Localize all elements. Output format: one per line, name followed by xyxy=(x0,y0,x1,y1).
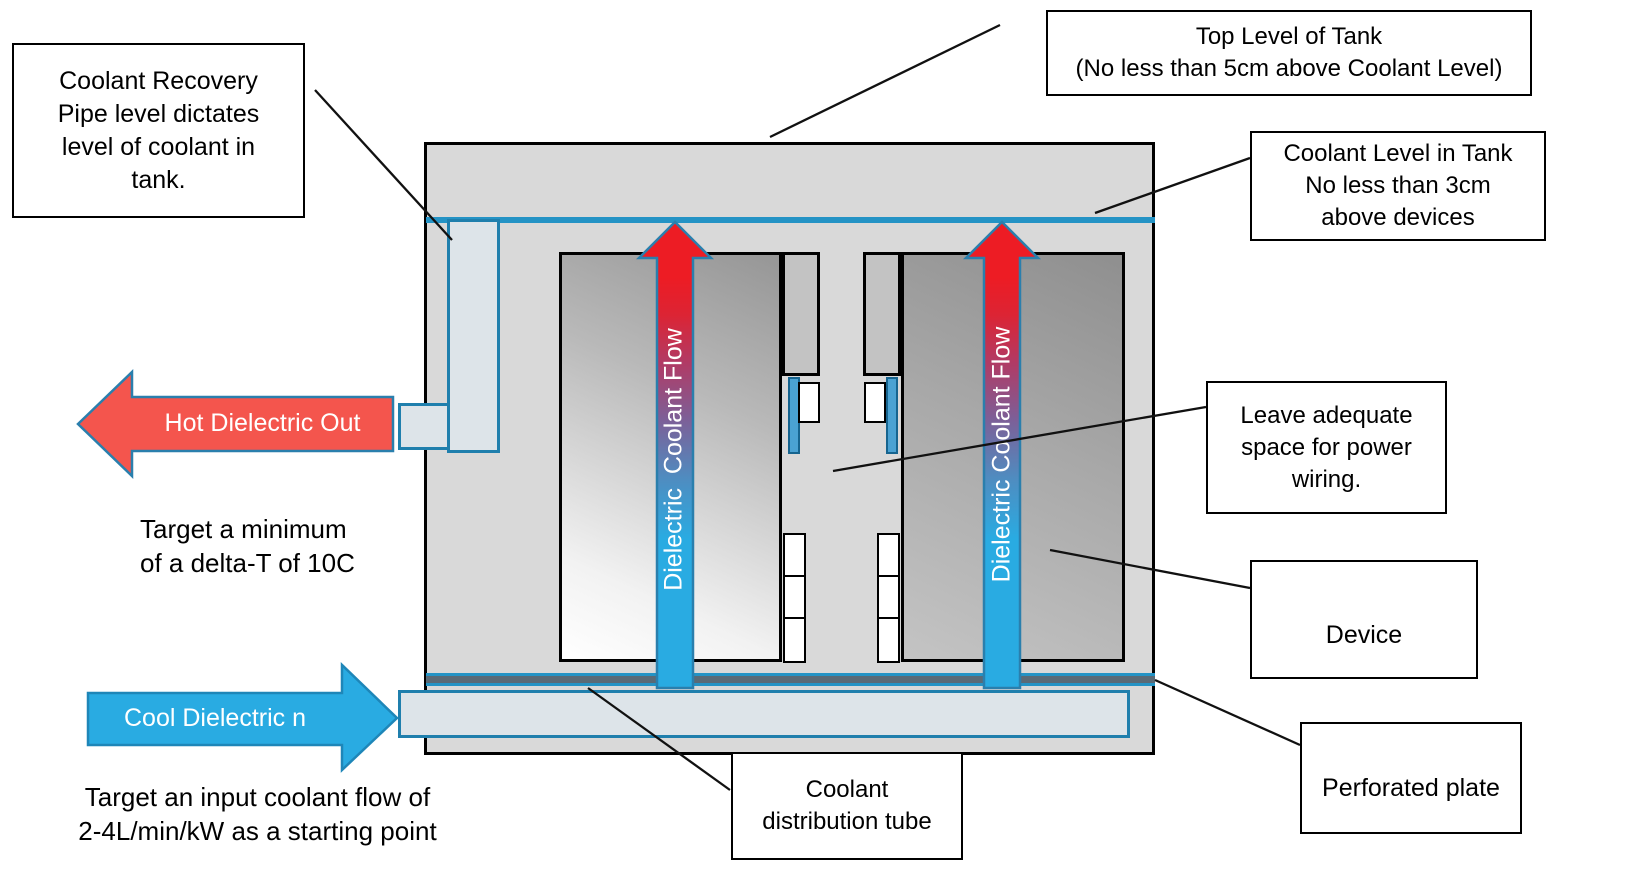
component-card-right xyxy=(864,382,886,423)
flow-label-right: Dielectric Coolant Flow xyxy=(987,326,1016,583)
hot-outlet-stub xyxy=(398,403,450,450)
coolant-distribution-tube xyxy=(398,690,1130,738)
dimm-slot xyxy=(783,533,806,577)
dimm-slot xyxy=(877,617,900,663)
callout-distribution-tube: Coolant distribution tube xyxy=(731,752,963,860)
coolant-recovery-pipe xyxy=(447,219,500,453)
component-card-left xyxy=(798,382,820,423)
note-delta-t: Target a minimum of a delta-T of 10C xyxy=(140,514,355,578)
cool-dielectric-arrow xyxy=(86,662,399,773)
flow-label-left: Dielectric Coolant Flow xyxy=(659,328,688,591)
callout-perforated-plate: Perforated plate xyxy=(1300,722,1522,834)
riser-card-right xyxy=(863,252,901,376)
hot-dielectric-label: Hot Dielectric Out xyxy=(164,409,361,437)
dimm-slot xyxy=(783,617,806,663)
callout-power-wiring: Leave adequate space for power wiring. xyxy=(1206,381,1447,514)
coolant-level-line xyxy=(426,217,1155,223)
connector-bar-right xyxy=(886,377,898,454)
callout-coolant-level: Coolant Level in Tank No less than 3cm a… xyxy=(1250,131,1546,241)
dimm-slot xyxy=(877,533,900,577)
hot-dielectric-arrow xyxy=(76,369,395,479)
callout-device: Device xyxy=(1250,560,1478,679)
callout-coolant-recovery: Coolant Recovery Pipe level dictates lev… xyxy=(12,43,305,218)
dimm-slot xyxy=(877,575,900,619)
dimm-slot xyxy=(783,575,806,619)
note-flow-rate: Target an input coolant flow of 2-4L/min… xyxy=(78,782,437,846)
callout-top-level: Top Level of Tank (No less than 5cm abov… xyxy=(1046,10,1532,96)
cool-dielectric-label: Cool Dielectric n xyxy=(123,704,306,732)
perforated-plate xyxy=(426,673,1155,686)
riser-card-left xyxy=(782,252,820,376)
